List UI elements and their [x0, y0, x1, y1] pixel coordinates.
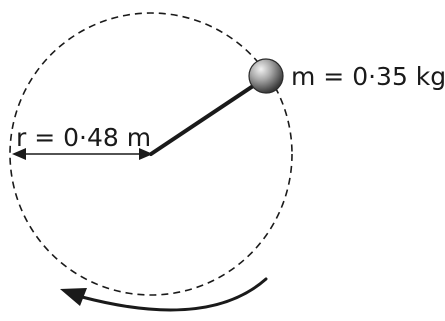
circular-path — [9, 12, 293, 296]
radius-arrow — [12, 148, 153, 160]
sphere-icon — [248, 58, 284, 94]
mass-label: m = 0·35 kg — [291, 62, 445, 91]
string-line — [149, 82, 258, 156]
radius-label: r = 0·48 m — [16, 123, 151, 152]
curved-arrow-icon — [60, 277, 268, 312]
